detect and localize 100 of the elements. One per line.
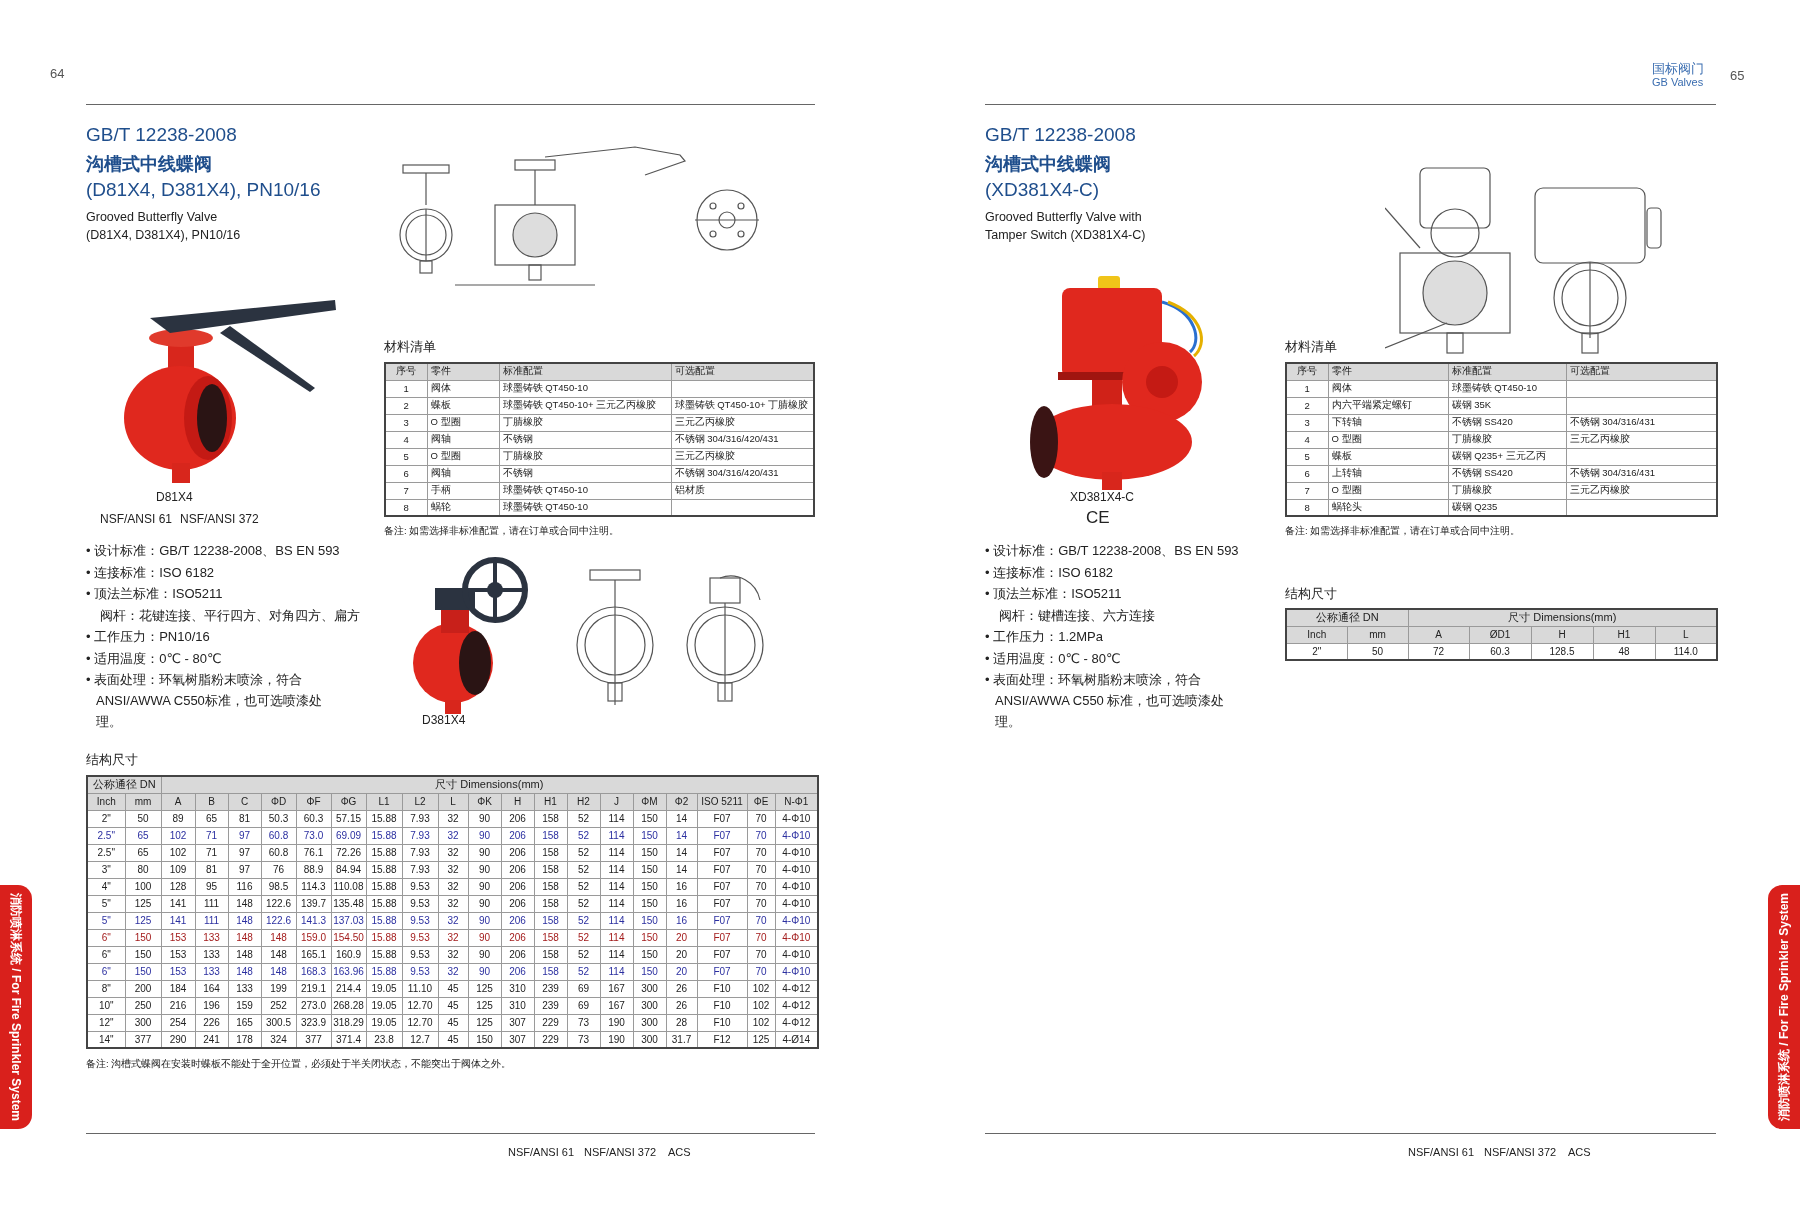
table-cell: 206 (501, 963, 534, 980)
table-cell: 12.70 (402, 997, 438, 1014)
table-cell: 70 (747, 912, 775, 929)
table-cell: 125 (125, 895, 161, 912)
table-cell: 73 (567, 1014, 600, 1031)
table-cell: O 型圈 (1328, 482, 1448, 499)
table-cell: 52 (567, 912, 600, 929)
product-caption: D381X4 (422, 713, 466, 727)
certification-text: ACS (1568, 1146, 1591, 1158)
table-cell: 76 (261, 861, 296, 878)
table-cell: 下转轴 (1328, 414, 1448, 431)
table-cell: 不锈钢 SS420 (1448, 465, 1566, 482)
table-cell: 148 (261, 946, 296, 963)
bullet-item: • 设计标准：GB/T 12238-2008、BS EN 593 (86, 542, 341, 560)
table-cell: 164 (195, 980, 228, 997)
page-number: 65 (1730, 68, 1745, 83)
table-cell: 102 (161, 827, 195, 844)
table-cell: 116 (228, 878, 261, 895)
section-heading: 材料清单 (1285, 338, 1337, 356)
standard-title: GB/T 12238-2008 (86, 124, 237, 146)
table-cell: 81 (195, 861, 228, 878)
certification-text: ACS (668, 1146, 691, 1158)
table-cell: 102 (747, 980, 775, 997)
table-cell: 158 (534, 963, 567, 980)
table-cell: 71 (195, 844, 228, 861)
bullet-item: • 适用温度：0℃ - 80℃ (985, 649, 1122, 668)
bullet-item: • 工作压力：PN10/16 (86, 628, 211, 646)
header-cell: ΦG (331, 793, 366, 810)
table-cell: 216 (161, 997, 195, 1014)
header-cell: ΦK (468, 793, 501, 810)
table-cell: 不锈钢 304/316/431 (1566, 465, 1717, 482)
table-cell: 上转轴 (1328, 465, 1448, 482)
table-cell: 球墨铸铁 QT450-10 (1448, 380, 1566, 397)
table-cell: 206 (501, 827, 534, 844)
table-cell: 三元乙丙橡胶 (1566, 431, 1717, 448)
table-cell: 88.9 (296, 861, 331, 878)
table-cell: 阀体 (1328, 380, 1448, 397)
table-cell: 158 (534, 844, 567, 861)
table-cell: 8" (87, 980, 125, 997)
table-cell: 三元乙丙橡胶 (671, 414, 814, 431)
header-cell: A (1408, 626, 1469, 643)
table-cell: 76.1 (296, 844, 331, 861)
bullet-item: 阀杆：花键连接、平行四方、对角四方、扁方 (99, 606, 361, 625)
table-cell: 2.5" (87, 844, 125, 861)
header-cell: Inch (1286, 626, 1347, 643)
table-cell: 273.0 (296, 997, 331, 1014)
bullet-item: • 连接标准：ISO 6182 (985, 563, 1115, 582)
product-title: 沟槽式中线蝶阀 (86, 153, 212, 176)
model-title: (XD381X4-C) (985, 179, 1100, 201)
table-cell: 球墨铸铁 QT450-10+ 三元乙丙橡胶 (499, 397, 671, 414)
table-cell: 52 (567, 827, 600, 844)
table-cell: 158 (534, 895, 567, 912)
table-cell: F07 (697, 844, 747, 861)
header-cell: 可选配置 (671, 363, 814, 380)
table-cell: 52 (567, 878, 600, 895)
table-cell: 内六平端紧定螺钉 (1328, 397, 1448, 414)
header-cell: Inch (87, 793, 125, 810)
table-cell: 137.03 (331, 912, 366, 929)
table-cell: 168.3 (296, 963, 331, 980)
table-cell: 102 (747, 1014, 775, 1031)
table-cell: 196 (195, 997, 228, 1014)
table-cell: 3 (385, 414, 427, 431)
table-cell: 6" (87, 963, 125, 980)
table-cell: 15.88 (366, 844, 402, 861)
table-cell: 97 (228, 827, 261, 844)
table-cell: O 型圈 (1328, 431, 1448, 448)
table-cell: 7 (1286, 482, 1328, 499)
table-cell: 200 (125, 980, 161, 997)
table-cell: 12.70 (402, 1014, 438, 1031)
table-cell: 4" (87, 878, 125, 895)
table-cell: 141 (161, 912, 195, 929)
table-cell: 26 (666, 980, 697, 997)
table-cell: 158 (534, 861, 567, 878)
table-cell: 148 (228, 895, 261, 912)
table-cell: 70 (747, 963, 775, 980)
table-cell: 90 (468, 827, 501, 844)
table-cell: 不锈钢 304/316/420/431 (671, 431, 814, 448)
table-cell: 7.93 (402, 810, 438, 827)
section-heading: 结构尺寸 (1285, 585, 1337, 603)
table-cell: 69 (567, 980, 600, 997)
table-cell: 100 (125, 878, 161, 895)
table-cell: 252 (261, 997, 296, 1014)
table-cell: 碳钢 Q235+ 三元乙丙 (1448, 448, 1566, 465)
certification-text: NSF/ANSI 61 (508, 1146, 575, 1158)
table-cell: 153 (161, 929, 195, 946)
table-cell: 14 (666, 810, 697, 827)
header-cell: ISO 5211 (697, 793, 747, 810)
table-cell: 300 (633, 997, 666, 1014)
product-caption: XD381X4-C (1070, 490, 1135, 504)
header-cell: 标准配置 (499, 363, 671, 380)
table-cell: O 型圈 (427, 414, 499, 431)
table-cell: 148 (228, 929, 261, 946)
table-cell: 71 (195, 827, 228, 844)
table-cell: 109 (161, 861, 195, 878)
table-cell: 150 (633, 963, 666, 980)
table-cell: 150 (633, 844, 666, 861)
section-label: 国标阀门 (1652, 60, 1704, 78)
table-cell: 153 (161, 946, 195, 963)
table-cell: 114 (600, 861, 633, 878)
header-cell: ΦD (261, 793, 296, 810)
